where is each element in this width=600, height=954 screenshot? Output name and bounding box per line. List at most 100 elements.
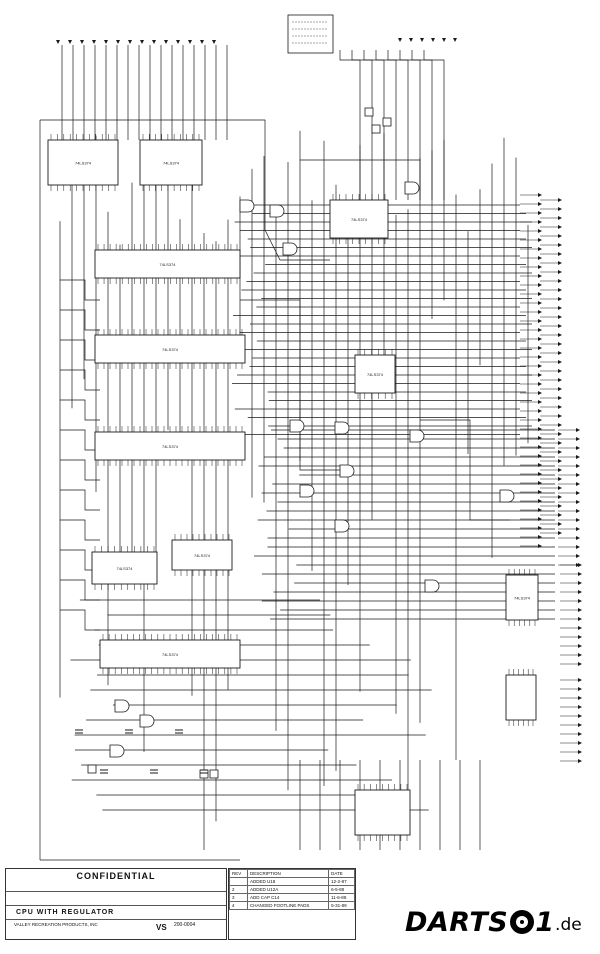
rev-header-description: DESCRIPTION (246, 869, 330, 878)
connector-pin (560, 741, 582, 745)
connector-pin (520, 319, 542, 323)
ic-chip: 74LS374 (91, 546, 158, 590)
logic-gate (282, 242, 298, 256)
connector-pins (56, 38, 582, 763)
ic-chip: 74LS374 (139, 134, 203, 191)
header-pin (398, 38, 402, 42)
connector-pin (520, 544, 542, 548)
header-pin (56, 40, 60, 44)
logic-gate (109, 744, 125, 758)
capacitor-symbol (175, 729, 183, 734)
revision-row: ADDED U18 12-2-87 (229, 877, 355, 886)
logic-gate (334, 519, 350, 533)
connector-pin (560, 563, 582, 567)
connector-pin (540, 504, 562, 508)
title-block: CONFIDENTIAL CPU WITH REGULATOR VALLEY R… (5, 868, 227, 940)
connector-pin (540, 279, 562, 283)
chip-label: 74LS374 (75, 161, 92, 166)
connector-pin (540, 360, 562, 364)
logic-gate (409, 429, 425, 443)
connector-pin (540, 468, 562, 472)
connector-pin (558, 509, 580, 513)
logic-gate (139, 714, 155, 728)
logic-gate (299, 484, 315, 498)
chip-label: 74LS374 (367, 372, 384, 377)
connector-pin (560, 617, 582, 621)
chip-label: 74LS374 (351, 217, 368, 222)
logic-gate (339, 464, 355, 478)
connector-pin (520, 265, 542, 269)
revision-row: 4 CHANGED FOOTLINE PADS 5-31-89 (229, 901, 355, 910)
header-pin (92, 40, 96, 44)
capacitor-symbol (125, 729, 133, 734)
header-pin (140, 40, 144, 44)
ic-chip: 74LS374 (94, 244, 241, 284)
connector-pin (540, 450, 562, 454)
connector-pin (520, 355, 542, 359)
connector-pin (520, 274, 542, 278)
header-pin (176, 40, 180, 44)
header-pin (200, 40, 204, 44)
chip-label: 74LS374 (514, 596, 531, 601)
chip-label: 74LS374 (159, 262, 176, 267)
connector-pin (540, 441, 562, 445)
connector-pin (560, 696, 582, 700)
connector-pin (560, 599, 582, 603)
logic-gate (404, 181, 420, 195)
connector-pin (560, 653, 582, 657)
connector-pin (560, 687, 582, 691)
header-pin (442, 38, 446, 42)
logic-gate (334, 421, 350, 435)
revision-row: 3 ADD CAP C14 11-6-88 (229, 893, 355, 902)
connector-pin (520, 346, 542, 350)
connector-pin (520, 202, 542, 206)
connector-pin (560, 678, 582, 682)
connector-pin (560, 714, 582, 718)
logic-gate (289, 419, 305, 433)
connector-pin (540, 243, 562, 247)
ic-chip (505, 669, 537, 726)
connector-pin (540, 216, 562, 220)
connector-pin (558, 446, 580, 450)
connector-pin (520, 535, 542, 539)
connector-pin (540, 459, 562, 463)
connector-pin (540, 486, 562, 490)
connector-pin (558, 545, 580, 549)
connector-pin (540, 297, 562, 301)
connector-pin (520, 472, 542, 476)
connector-pin (540, 387, 562, 391)
component-symbol (199, 769, 209, 779)
watermark-word: DARTS (405, 906, 509, 938)
connector-pin (560, 705, 582, 709)
connector-pin (560, 608, 582, 612)
connector-pin (520, 445, 542, 449)
connector-pin (520, 229, 542, 233)
capacitor-symbol (150, 769, 158, 774)
connector-pin (540, 333, 562, 337)
connector-pin (560, 590, 582, 594)
connector-pin (520, 382, 542, 386)
connector-pin (560, 581, 582, 585)
header-pin (453, 38, 457, 42)
connector-pin (540, 324, 562, 328)
rev-header-date: DATE (328, 869, 355, 878)
connector-pin (520, 247, 542, 251)
connector-pin (520, 337, 542, 341)
watermark-logo: DARTS 1 .de (405, 906, 582, 938)
header-pin (104, 40, 108, 44)
watermark-tld: .de (555, 915, 582, 935)
header-pin (420, 38, 424, 42)
connector-pin (558, 527, 580, 531)
connector-pin (540, 207, 562, 211)
connector-pin (520, 499, 542, 503)
connector-pin (560, 750, 582, 754)
component-symbol (364, 107, 374, 117)
header-pin (431, 38, 435, 42)
capacitor-symbol (100, 769, 108, 774)
connector-pin (540, 261, 562, 265)
connector-pin (520, 463, 542, 467)
connector-pin (560, 635, 582, 639)
logic-gate (239, 199, 255, 213)
connector-pin (540, 270, 562, 274)
